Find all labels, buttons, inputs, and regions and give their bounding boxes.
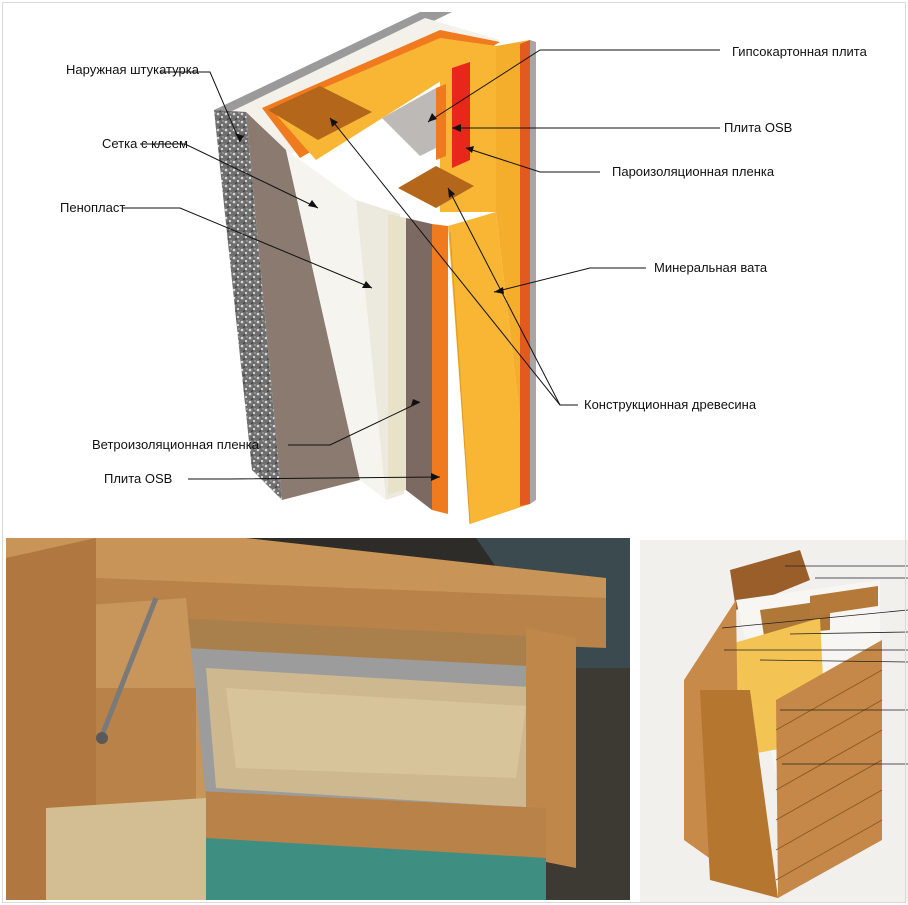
- foam-front: [286, 150, 386, 500]
- label-structural-timber: Конструкционная древесина: [584, 397, 757, 412]
- label-osb-inner: Плита OSB: [724, 120, 793, 135]
- osb-front: [432, 224, 448, 514]
- timber-block-top: [268, 86, 372, 140]
- wall-frame-photo: [6, 538, 630, 900]
- vapor-corner: [452, 62, 470, 168]
- label-vapor-membrane: Пароизоляционная пленка: [612, 164, 775, 179]
- illustration-leaders: [721, 565, 908, 765]
- leader-lines: [122, 49, 720, 480]
- label-mineral-wool: Минеральная вата: [654, 260, 768, 275]
- wall-layers-diagram: [122, 12, 720, 525]
- label-drywall: Гипсокартонная плита: [732, 44, 867, 59]
- arrowheads: [235, 113, 504, 481]
- wind-membrane-front: [388, 214, 406, 494]
- label-mesh-glue: Сетка с клеем: [102, 136, 188, 151]
- drywall-front-edge: [530, 40, 536, 504]
- vapor-front-edge: [520, 40, 530, 506]
- label-exterior-plaster: Наружная штукатурка: [66, 62, 199, 77]
- drywall-corner: [382, 88, 436, 156]
- plaster-front: [214, 110, 282, 500]
- label-wind-membrane: Ветроизоляционная пленка: [92, 437, 259, 452]
- osb-inner-edge: [436, 84, 446, 160]
- mesh-front: [246, 112, 360, 500]
- brown-board-front: [406, 218, 432, 510]
- wool-front: [448, 212, 530, 524]
- label-osb-outer: Плита OSB: [104, 471, 173, 486]
- timber-wall-illustration: [640, 540, 908, 902]
- timber-block-mid: [398, 166, 474, 208]
- label-foam: Пенопласт: [60, 200, 126, 215]
